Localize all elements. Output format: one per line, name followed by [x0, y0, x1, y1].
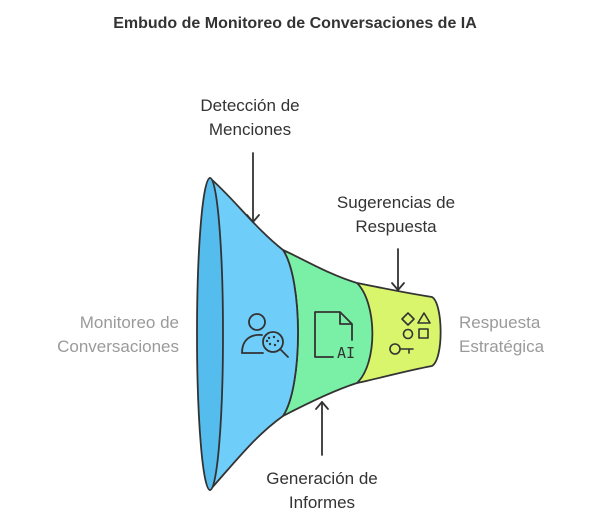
label-respuesta: Respuesta Estratégica	[459, 313, 545, 356]
label-monitoreo-line1: Monitoreo de	[80, 313, 179, 332]
ai-document-icon: AI	[314, 311, 355, 362]
label-sugerencias-line1: Sugerencias de	[337, 193, 455, 212]
shapes-key-icon	[389, 312, 431, 355]
label-sugerencias: Sugerencias de Respuesta	[337, 193, 455, 236]
label-generacion-line1: Generación de	[266, 469, 378, 488]
label-generacion-line2: Informes	[289, 493, 355, 512]
arrow-deteccion	[246, 152, 260, 223]
funnel-mouth	[196, 177, 224, 491]
label-deteccion-line1: Detección de	[200, 96, 299, 115]
label-monitoreo-line2: Conversaciones	[57, 337, 179, 356]
label-deteccion-line2: Menciones	[209, 120, 291, 139]
label-deteccion: Detección de Menciones	[200, 96, 299, 139]
ai-label: AI	[337, 344, 355, 362]
user-search-icon	[241, 313, 289, 358]
arrow-sugerencias	[391, 248, 405, 291]
arrow-generacion	[315, 401, 329, 456]
label-monitoreo: Monitoreo de Conversaciones	[57, 313, 179, 356]
label-respuesta-line2: Estratégica	[459, 337, 545, 356]
label-sugerencias-line2: Respuesta	[355, 217, 437, 236]
diagram-title: Embudo de Monitoreo de Conversaciones de…	[113, 15, 477, 32]
label-respuesta-line1: Respuesta	[459, 313, 541, 332]
label-generacion: Generación de Informes	[266, 469, 378, 512]
funnel-stage-3	[356, 282, 442, 384]
